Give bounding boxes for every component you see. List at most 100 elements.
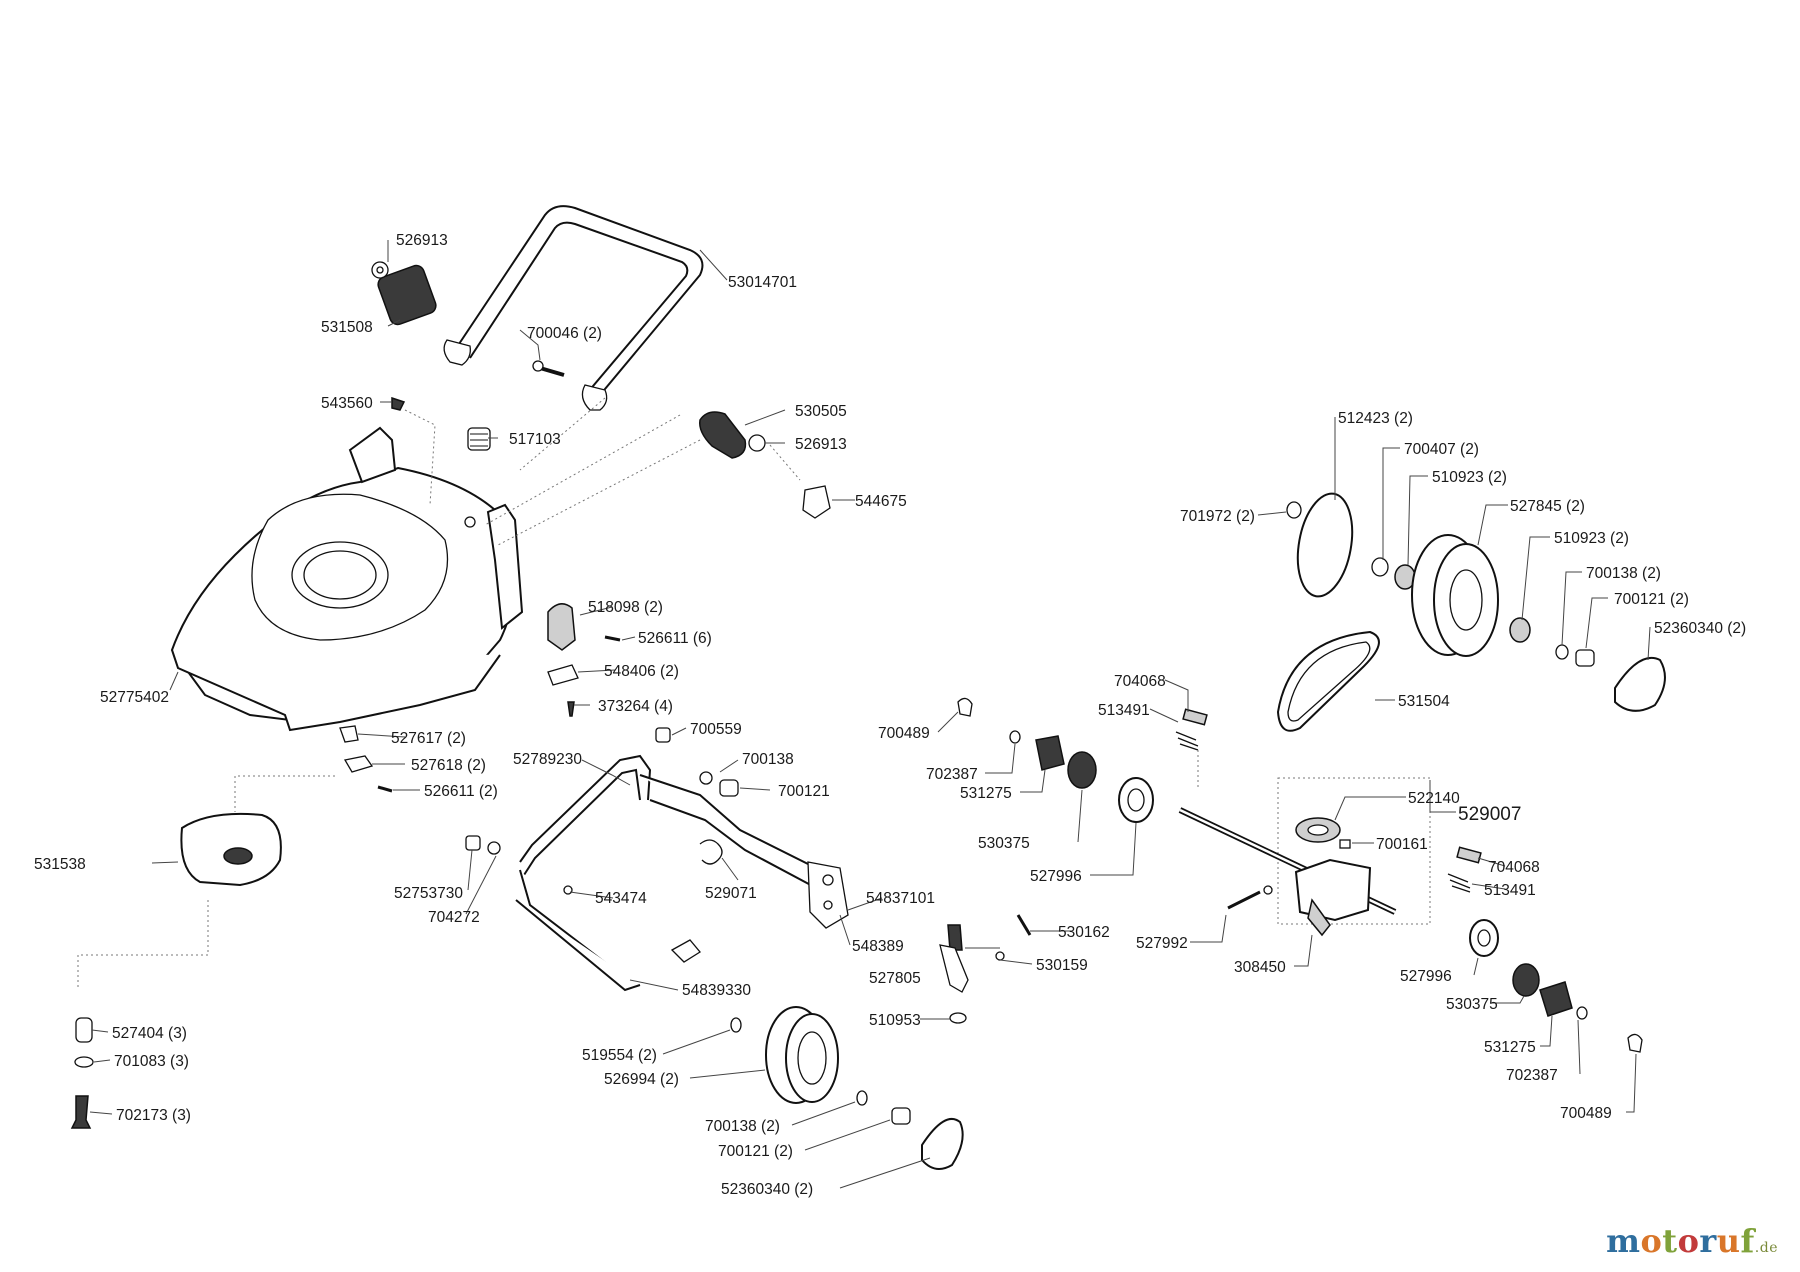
part-label: 704068 xyxy=(1488,859,1540,876)
site-watermark-logo: motoruf.de xyxy=(1606,1222,1778,1260)
part-label: 700121 (2) xyxy=(1614,591,1689,608)
part-label: 527992 xyxy=(1136,935,1188,952)
part-label: 700046 (2) xyxy=(527,325,602,342)
part-label: 700121 xyxy=(778,783,830,800)
part-label: 701972 (2) xyxy=(1180,508,1255,525)
part-label: 543560 xyxy=(321,395,373,412)
watermark-letter: r xyxy=(1699,1222,1717,1260)
part-label: 513491 xyxy=(1098,702,1150,719)
plug-part-543560 xyxy=(391,396,406,411)
part-label: 701083 (3) xyxy=(114,1053,189,1070)
assembly-line xyxy=(77,900,209,990)
part-label: 527404 (3) xyxy=(112,1025,187,1042)
part-label: 700138 (2) xyxy=(705,1118,780,1135)
part-label: 510953 xyxy=(869,1012,921,1029)
part-label: 519554 (2) xyxy=(582,1047,657,1064)
part-label: 527845 (2) xyxy=(1510,498,1585,515)
part-label: 529071 xyxy=(705,885,757,902)
watermark-letter: o xyxy=(1640,1222,1663,1260)
part-label: 704272 xyxy=(428,909,480,926)
part-label: 527618 (2) xyxy=(411,757,486,774)
mulch-plug-fasteners xyxy=(339,725,393,793)
watermark-letter: t xyxy=(1662,1222,1678,1260)
part-label: 548389 xyxy=(852,938,904,955)
leader-lines xyxy=(89,240,1651,1189)
part-label: 526611 (2) xyxy=(424,783,498,800)
part-label: 510923 (2) xyxy=(1554,530,1629,547)
mulch-plug-part xyxy=(180,812,282,887)
part-label: 700489 xyxy=(878,725,930,742)
watermark-letter: u xyxy=(1716,1222,1741,1260)
part-label: 510923 (2) xyxy=(1432,469,1507,486)
deck-spacer-parts xyxy=(70,1017,94,1129)
part-label: 700489 xyxy=(1560,1105,1612,1122)
handle-bolts xyxy=(465,835,573,895)
part-label: 52360340 (2) xyxy=(1654,620,1746,637)
watermark-letter: o xyxy=(1677,1222,1700,1260)
part-label: 512423 (2) xyxy=(1338,410,1413,427)
part-label: 700559 xyxy=(690,721,742,738)
part-label: 52360340 (2) xyxy=(721,1181,813,1198)
part-label: 704068 xyxy=(1114,673,1166,690)
part-label: 52775402 xyxy=(100,689,169,706)
assembly-line xyxy=(404,409,436,506)
part-label: 308450 xyxy=(1234,959,1286,976)
part-label: 531508 xyxy=(321,319,373,336)
part-label: 544675 xyxy=(855,493,907,510)
part-label: 513491 xyxy=(1484,882,1536,899)
height-lever-part xyxy=(699,411,831,519)
handle-bolt-part xyxy=(532,360,565,377)
drive-lever-parts xyxy=(939,914,1032,1024)
right-drive-pinion-set xyxy=(1447,846,1643,1053)
part-label-assembly: 529007 xyxy=(1458,804,1521,825)
part-label: 702173 (3) xyxy=(116,1107,191,1124)
part-label: 543474 xyxy=(595,890,647,907)
part-label: 700407 (2) xyxy=(1404,441,1479,458)
axle-fasteners xyxy=(655,727,739,797)
spring-part-517103 xyxy=(467,427,491,451)
torsion-spring-part xyxy=(699,839,723,865)
assembly-line xyxy=(497,439,701,546)
left-drive-pinion-set xyxy=(957,697,1154,823)
part-label: 517103 xyxy=(509,431,561,448)
part-label: 518098 (2) xyxy=(588,599,663,616)
part-label: 530159 xyxy=(1036,957,1088,974)
part-label: 531538 xyxy=(34,856,86,873)
part-label: 700138 xyxy=(742,751,794,768)
part-label: 52753730 xyxy=(394,885,463,902)
part-label: 526913 xyxy=(795,436,847,453)
part-label: 531275 xyxy=(1484,1039,1536,1056)
assembly-line xyxy=(519,397,606,471)
left-key-and-spring xyxy=(1175,708,1208,751)
part-label: 373264 (4) xyxy=(598,698,673,715)
lower-handle-frame xyxy=(515,754,849,992)
part-label: 700138 (2) xyxy=(1586,565,1661,582)
left-wheel xyxy=(730,1006,964,1170)
part-label: 527996 xyxy=(1400,968,1452,985)
part-label: 526611 (6) xyxy=(638,630,712,647)
assembly-line xyxy=(484,414,681,526)
part-label: 548406 (2) xyxy=(604,663,679,680)
part-label: 522140 xyxy=(1408,790,1460,807)
part-label: 530375 xyxy=(1446,996,1498,1013)
part-label: 530162 xyxy=(1058,924,1110,941)
watermark-letter: f xyxy=(1740,1222,1755,1260)
rear-flap-brackets xyxy=(547,603,621,717)
watermark-tld: .de xyxy=(1754,1240,1778,1256)
part-label: 526994 (2) xyxy=(604,1071,679,1088)
part-label: 54837101 xyxy=(866,890,935,907)
mower-deck-housing xyxy=(170,426,524,732)
assembly-line xyxy=(234,775,335,812)
watermark-letter: m xyxy=(1606,1222,1641,1260)
watermark-text: motoruf xyxy=(1606,1222,1755,1260)
part-label: 526913 xyxy=(396,232,448,249)
part-label: 54839330 xyxy=(682,982,751,999)
part-label: 700161 xyxy=(1376,836,1428,853)
part-label: 702387 xyxy=(926,766,978,783)
part-label: 530505 xyxy=(795,403,847,420)
part-label: 531275 xyxy=(960,785,1012,802)
gearbox-assembly xyxy=(1178,777,1431,937)
part-label: 527996 xyxy=(1030,868,1082,885)
part-label: 702387 xyxy=(1506,1067,1558,1084)
